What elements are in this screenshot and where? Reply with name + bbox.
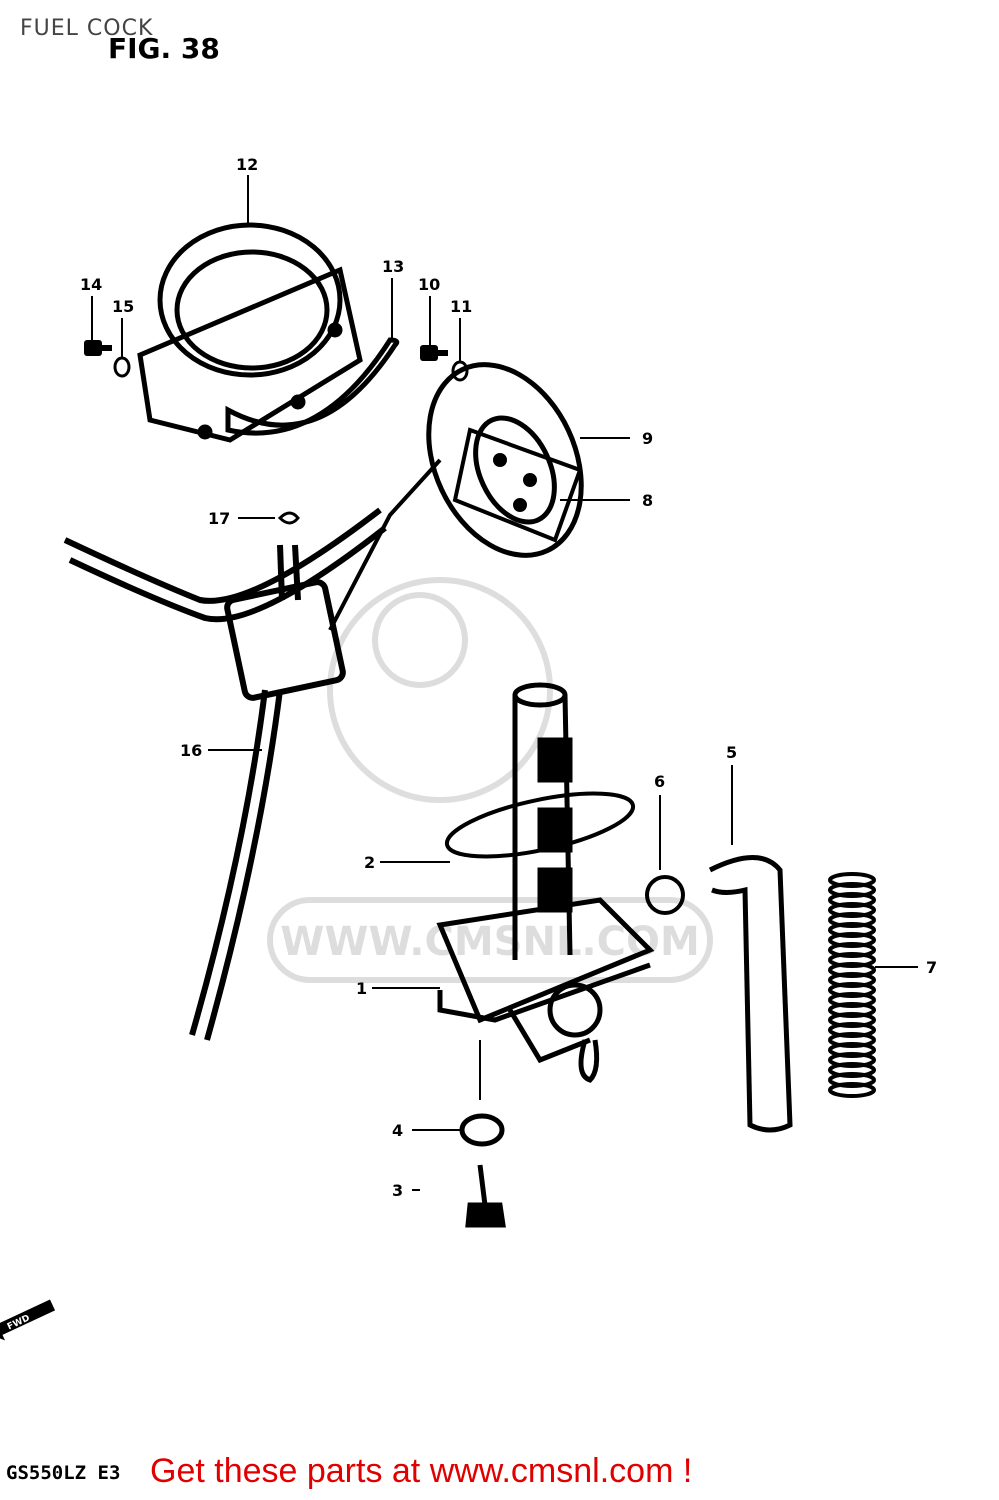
float-arm xyxy=(328,458,442,631)
callout-12: 12 xyxy=(236,155,258,174)
callout-10: 10 xyxy=(418,275,440,294)
part-16-float-and-tube xyxy=(63,507,387,1041)
spring-coil xyxy=(828,1082,876,1098)
callout-8: 8 xyxy=(642,491,653,510)
part-14-screw xyxy=(84,340,112,356)
callout-2: 2 xyxy=(364,853,375,872)
part-9-mounting-plate xyxy=(426,362,584,558)
part-15-washer xyxy=(113,356,131,378)
callout-9: 9 xyxy=(642,429,653,448)
part-12-strainer-shroud xyxy=(137,222,363,443)
callout-13: 13 xyxy=(382,257,404,276)
page-title: FUEL COCK xyxy=(20,16,154,41)
part-17-clip xyxy=(277,511,300,525)
callout-16: 16 xyxy=(180,741,202,760)
part-3-screw xyxy=(465,1164,506,1228)
part-8-sender-plate xyxy=(452,427,583,543)
callout-7: 7 xyxy=(926,958,937,977)
callout-11: 11 xyxy=(450,297,472,316)
callout-1: 1 xyxy=(356,979,367,998)
promo-link[interactable]: Get these parts at www.cmsnl.com ! xyxy=(150,1452,693,1490)
part-10-screw xyxy=(420,345,448,361)
leader-lines xyxy=(91,175,918,1191)
callout-3: 3 xyxy=(392,1181,403,1200)
part-4-washer xyxy=(459,1113,505,1147)
callout-5: 5 xyxy=(726,743,737,762)
callout-6: 6 xyxy=(654,772,665,791)
model-code: GS550LZ E3 xyxy=(6,1462,121,1484)
figure-label: FIG. 38 xyxy=(108,32,220,65)
part-2-o-ring xyxy=(444,791,636,859)
part-13-gasket xyxy=(225,337,400,436)
callout-15: 15 xyxy=(112,297,134,316)
callout-4: 4 xyxy=(392,1121,403,1140)
callout-14: 14 xyxy=(80,275,102,294)
part-1-fuel-cock xyxy=(436,682,655,1083)
part-5-hose xyxy=(708,855,793,1133)
part-6-clamp xyxy=(645,875,685,915)
callout-17: 17 xyxy=(208,509,230,528)
forward-arrow-icon: FWD xyxy=(0,1299,56,1341)
part-7-spring xyxy=(828,872,876,1098)
